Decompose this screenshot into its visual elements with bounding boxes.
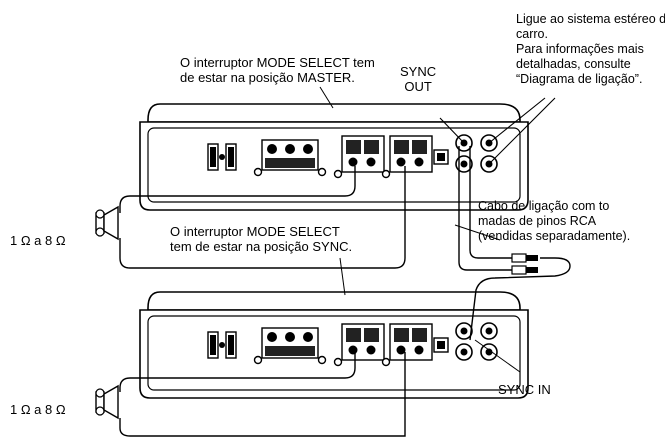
cable-leader bbox=[454, 224, 501, 241]
sync-leader bbox=[339, 257, 346, 296]
impedance-bottom: 1 Ω a 8 Ω bbox=[10, 402, 66, 417]
input-leader-lines bbox=[439, 97, 556, 165]
wire-top-plus bbox=[119, 166, 356, 213]
wire-bottom-plus bbox=[119, 352, 356, 392]
stereo-note: Ligue ao sistema estéreo do carro. Para … bbox=[516, 12, 665, 86]
rca-cable-a bbox=[458, 146, 512, 271]
master-note: O interruptor MODE SELECT tem de estar n… bbox=[180, 55, 375, 85]
sync-in-leader bbox=[474, 339, 521, 373]
cable-note: Cabo de ligação com to madas de pinos RC… bbox=[478, 199, 631, 243]
impedance-top: 1 Ω a 8 Ω bbox=[10, 233, 66, 248]
wire-bottom-minus bbox=[119, 352, 406, 437]
speaker-bottom-icon bbox=[95, 385, 119, 419]
rca-cable-b bbox=[469, 146, 512, 259]
sync-in-label: SYNC IN bbox=[498, 382, 551, 397]
speaker-top-icon bbox=[95, 206, 119, 240]
sync-note: O interruptor MODE SELECT tem de estar n… bbox=[170, 224, 353, 254]
master-leader bbox=[319, 86, 334, 109]
wire-top-minus bbox=[119, 166, 406, 269]
sync-out-label: SYNC OUT bbox=[400, 64, 437, 94]
rca-cable-c bbox=[469, 257, 571, 341]
amplifier-slave-image bbox=[139, 291, 529, 399]
